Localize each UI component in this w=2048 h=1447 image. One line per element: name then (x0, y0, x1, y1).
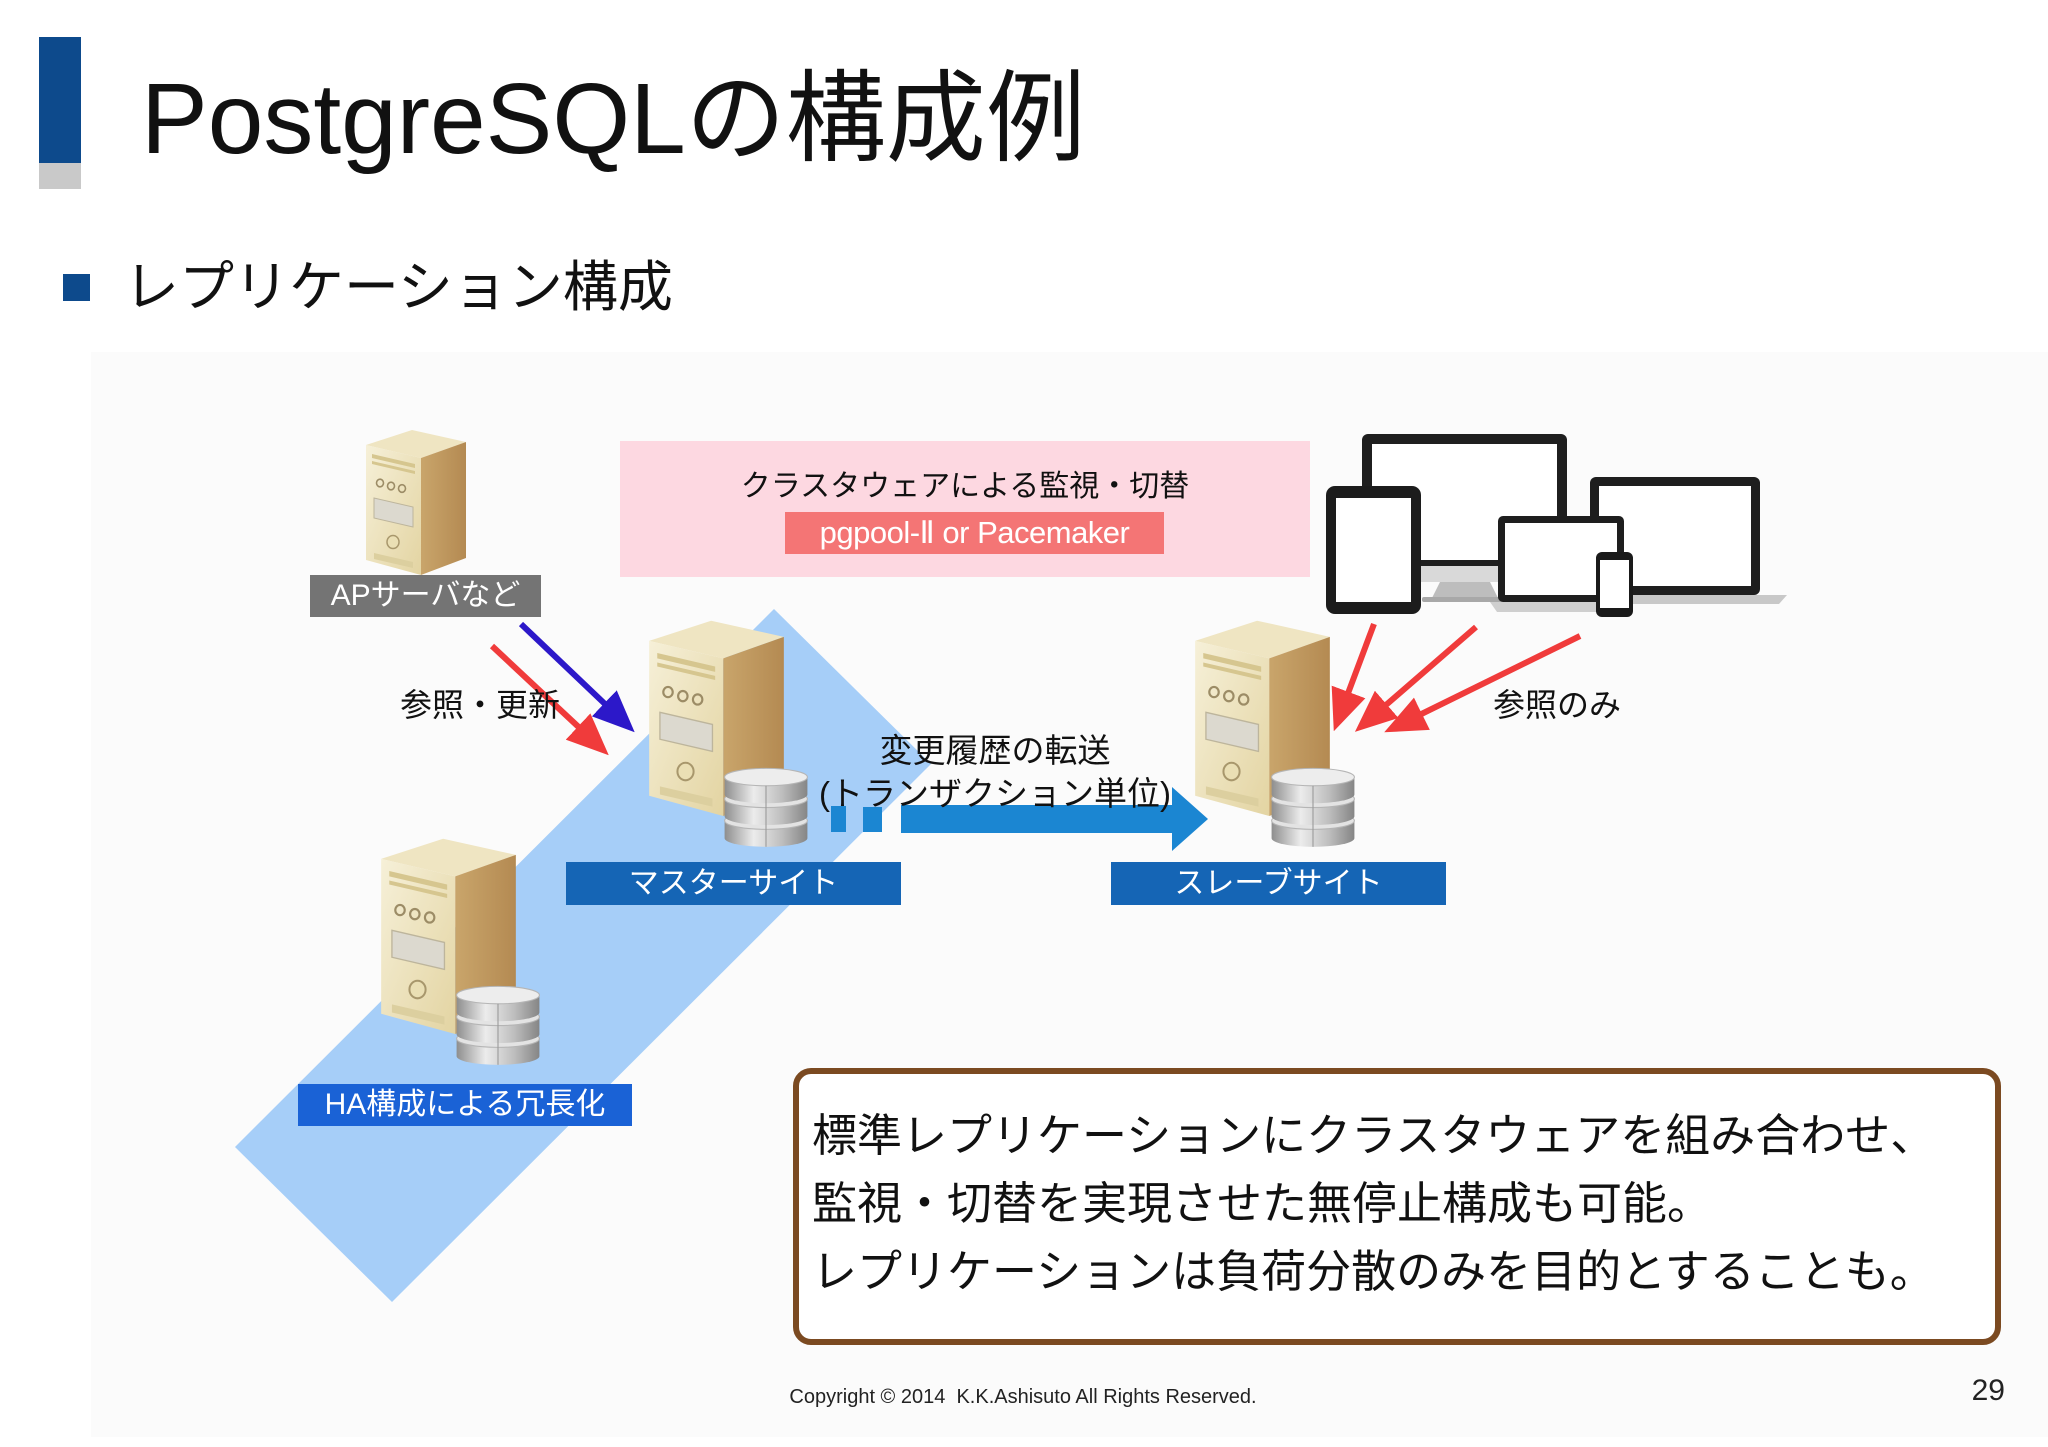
phone-icon (1596, 552, 1633, 617)
read-only-label: 参照のみ (1493, 687, 1622, 723)
ap-server-label: APサーバなど (310, 575, 541, 617)
note-box: 標準レプリケーションにクラスタウェアを組み合わせ、 監視・切替を実現させた無停止… (793, 1068, 2001, 1345)
transfer-dash-2 (863, 807, 882, 832)
copyright: Copyright © 2014 K.K.Ashisuto All Rights… (789, 1386, 1257, 1408)
clusterware-product-label: pgpool-Ⅱ or Pacemaker (785, 512, 1164, 554)
ap-server-icon (366, 429, 466, 575)
read-arrow-2 (1354, 624, 1478, 732)
note-line: 標準レプリケーションにクラスタウェアを組み合わせ、 (812, 1110, 1936, 1161)
transfer-arrow (901, 787, 1208, 851)
ha-label: HA構成による冗長化 (298, 1084, 632, 1126)
tablet-icon (1326, 486, 1421, 614)
bullet-heading: レプリケーション構成 (124, 256, 673, 318)
master-site-label: マスターサイト (566, 862, 901, 905)
slide-title: PostgreSQLの構成例 (141, 63, 1086, 175)
read-arrow-1 (1331, 622, 1377, 732)
update-arrow-blue (518, 621, 635, 733)
transfer-dash-1 (831, 806, 846, 832)
transfer-unit-label: (トランザクション単位) (819, 775, 1171, 812)
clusterware-label: クラスタウェアによる監視・切替 (740, 470, 1190, 503)
page-number: 29 (1971, 1374, 2005, 1407)
read-update-label: 参照・更新 (400, 687, 561, 723)
client-devices (1326, 434, 1787, 617)
update-arrow-red (489, 643, 609, 756)
clusterware-box (620, 441, 1310, 577)
ha-database-icon (456, 985, 540, 1066)
note-line: レプリケーションは負荷分散のみを目的とすることも。 (812, 1246, 1935, 1297)
slave-database-icon (1271, 767, 1355, 848)
transfer-label: 変更履歴の転送 (879, 732, 1111, 769)
read-arrow-3 (1384, 633, 1582, 733)
note-line: 監視・切替を実現させた無停止構成も可能。 (812, 1178, 1713, 1229)
title-accent-bar (39, 37, 81, 163)
slave-site-label: スレーブサイト (1111, 862, 1446, 905)
square-bullet-icon (63, 274, 90, 301)
title-accent-bar-gray (39, 163, 81, 189)
